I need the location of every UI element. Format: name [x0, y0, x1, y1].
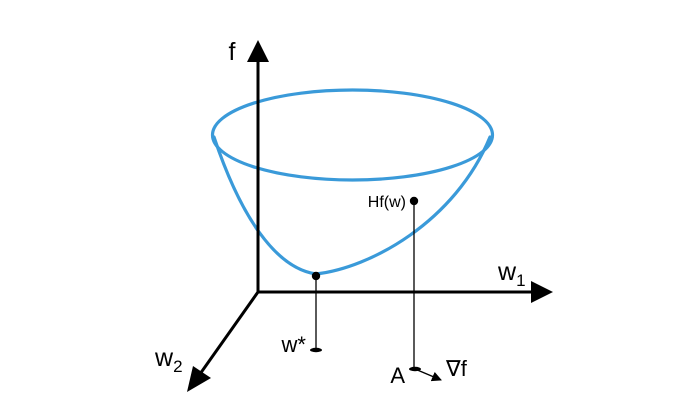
minimum-label: w*	[281, 332, 307, 357]
gradient-arrow	[414, 368, 442, 382]
hessian-label: Hf(w)	[368, 194, 406, 211]
axes	[187, 40, 553, 392]
axis-label-w2-sub: 2	[173, 357, 182, 376]
axis-label-w1-sub: 1	[516, 271, 525, 290]
axis-label-w1: w1	[497, 258, 526, 290]
minimum-point-group	[310, 271, 322, 353]
paraboloid-rim-ellipse	[210, 88, 495, 182]
hessian-point-dot	[409, 196, 419, 206]
axis-label-w2: w2	[154, 344, 183, 376]
gradient-label: ∇f	[445, 356, 468, 381]
minimum-projection-mark	[310, 347, 322, 353]
minimum-point-dot	[311, 271, 321, 281]
point-a-label: A	[390, 363, 405, 388]
hessian-point-group	[409, 196, 421, 372]
axis-label-w1-base: w	[497, 258, 517, 286]
paraboloid-side-curve	[212, 135, 492, 276]
w2-axis-line	[198, 291, 260, 375]
w1-axis-arrowhead	[531, 281, 553, 303]
w2-axis-arrowhead	[187, 366, 211, 392]
axis-label-f: f	[229, 38, 236, 66]
f-axis-arrowhead	[247, 40, 269, 62]
axis-label-w2-base: w	[154, 344, 174, 372]
